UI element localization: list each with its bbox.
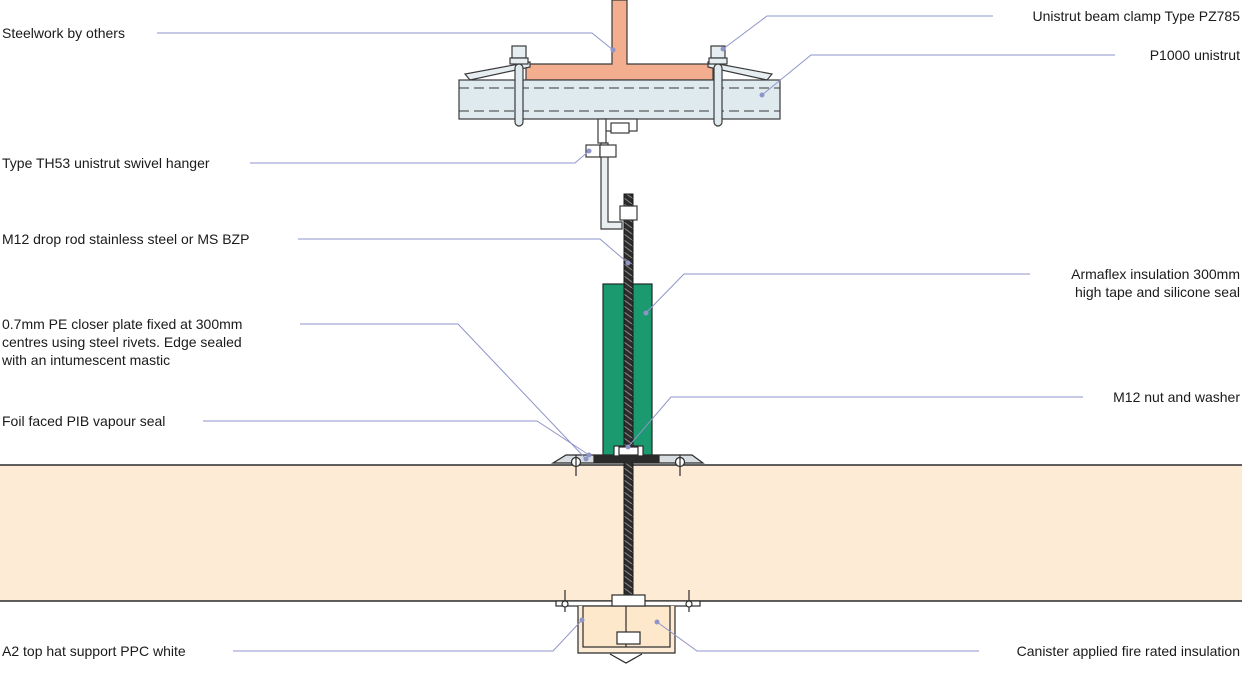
leader-unistrut <box>761 54 1115 96</box>
leader-closer-plate <box>300 323 587 460</box>
label-canister: Canister applied fire rated insulation <box>1016 643 1240 659</box>
label-top-hat: A2 top hat support PPC white <box>2 643 186 659</box>
rod-top-nut <box>619 205 638 221</box>
leader-swivel-hanger <box>250 150 590 164</box>
top-hat-support <box>555 590 701 664</box>
clamp-bolts <box>509 45 728 127</box>
leader-drop-rod <box>298 238 629 264</box>
label-armaflex-2: high tape and silicone seal <box>1074 284 1240 300</box>
label-closer-3: with an intumescent mastic <box>2 352 171 368</box>
label-closer-1: 0.7mm PE closer plate fixed at 300mm <box>2 316 243 332</box>
leader-steelwork <box>157 32 614 51</box>
unistrut-channel <box>458 79 781 120</box>
label-armaflex-1: Armaflex insulation 300mm <box>1071 266 1240 282</box>
label-steelwork: Steelwork by others <box>2 25 125 41</box>
leader-top-hat <box>233 619 583 652</box>
swivel-hanger <box>585 118 638 230</box>
beam-clamp <box>463 61 774 81</box>
label-vapour-seal: Foil faced PIB vapour seal <box>2 413 166 429</box>
label-drop-rod: M12 drop rod stainless steel or MS BZP <box>2 231 250 247</box>
leader-canister <box>656 621 979 652</box>
label-closer-2: centres using steel rivets. Edge sealed <box>2 334 242 350</box>
label-swivel-hanger: Type TH53 unistrut swivel hanger <box>2 155 210 171</box>
drop-rod <box>623 193 634 635</box>
leader-vapour-seal <box>203 420 590 456</box>
label-nut-washer: M12 nut and washer <box>1113 389 1240 405</box>
leader-armaflex <box>645 273 1030 314</box>
label-unistrut: P1000 unistrut <box>1149 47 1240 63</box>
leader-beam-clamp <box>722 15 993 50</box>
leader-nut-washer <box>627 396 1083 448</box>
label-beam-clamp: Unistrut beam clamp Type PZ785 <box>1032 8 1240 24</box>
rivets <box>570 455 686 476</box>
leader-lines <box>157 15 1115 652</box>
sandwich-panel <box>0 465 1242 601</box>
steel-beam <box>525 0 714 81</box>
